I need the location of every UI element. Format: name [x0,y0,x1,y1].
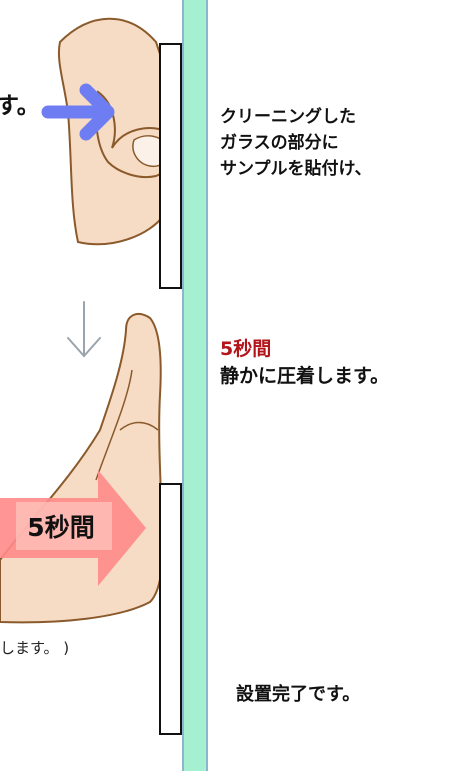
hand-press-fold [95,369,133,481]
step1-caption-line: サンプルを貼付け、 [220,159,372,179]
hand-press-finger-line [119,421,159,431]
glass-pane [182,0,208,771]
hand-press [0,313,164,624]
sample-strip-bottom [159,483,182,735]
sample-strip-top [159,43,182,289]
step2-badge-label: 5秒間 [27,513,95,542]
blue-push-arrow-icon [41,83,115,141]
step1-caption-line: ガラスの部分に [220,133,339,153]
badge-box [16,502,112,550]
step1-caption-line: クリーニングした [220,107,356,127]
step2-caption: 静かに圧着します。 [220,365,390,387]
step1-label: す。 [0,93,40,119]
hand-pinch [57,17,178,246]
step2-note: します。 ) [0,639,70,657]
step2-accent: 5秒間 [220,338,272,360]
step1-caption: クリーニングした ガラスの部分に サンプルを貼付け、 [220,104,372,182]
step3-caption: 設置完了です。 [236,684,361,705]
hand-press-shape [0,313,164,624]
down-arrow-icon [67,301,101,358]
